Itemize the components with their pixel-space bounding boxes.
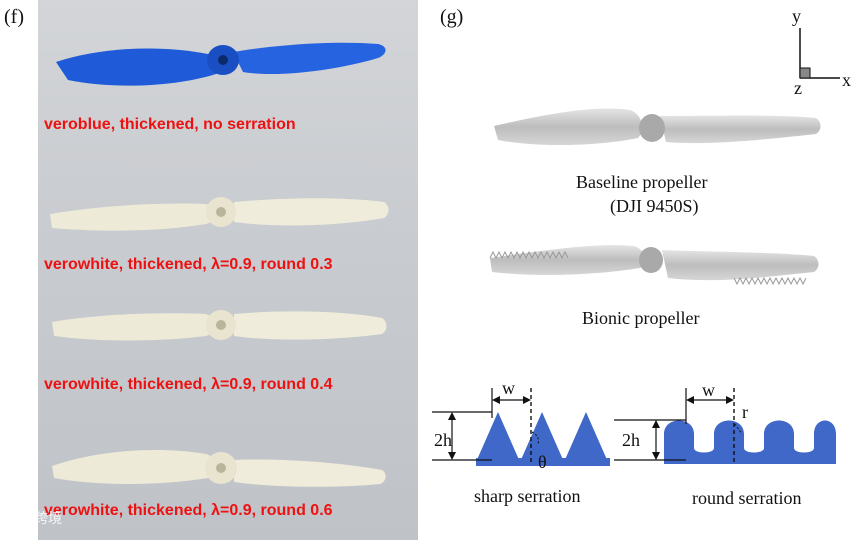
white-propeller-1 (50, 197, 389, 231)
panel-f-label: (f) (4, 6, 24, 28)
baseline-caption-1: Baseline propeller (576, 172, 708, 192)
round-2h-label: 2h (622, 430, 640, 450)
sharp-serration-diagram (432, 388, 610, 466)
sharp-caption: sharp serration (474, 486, 581, 506)
panel-g-label: (g) (440, 6, 464, 28)
sharp-w-label: w (502, 378, 515, 398)
baseline-propeller (494, 108, 821, 146)
white-propeller-2 (52, 310, 387, 341)
round-caption: round serration (692, 488, 802, 508)
watermark: 大数跨境 (6, 511, 62, 527)
caption-3: verowhite, thickened, λ=0.9, round 0.4 (44, 376, 333, 393)
caption-2: verowhite, thickened, λ=0.9, round 0.3 (44, 256, 333, 273)
axis-z-label: z (794, 78, 802, 98)
sharp-theta-label: θ (538, 452, 547, 472)
bionic-propeller (489, 245, 819, 286)
caption-1: veroblue, thickened, no serration (44, 116, 296, 133)
axis-y-label: y (792, 6, 801, 26)
round-r-label: r (742, 402, 748, 422)
propeller-photo: veroblue, thickened, no serration verowh… (38, 0, 418, 540)
round-serration-diagram (614, 388, 836, 464)
bionic-caption: Bionic propeller (582, 308, 700, 328)
sharp-2h-label: 2h (434, 430, 452, 450)
round-w-label: w (702, 380, 715, 400)
white-propeller-3 (52, 450, 386, 487)
blue-propeller (56, 42, 386, 86)
axis-x-label: x (842, 70, 851, 90)
axis-triad (799, 28, 840, 79)
caption-4: verowhite, thickened, λ=0.9, round 0.6 (44, 502, 333, 519)
baseline-caption-2: (DJI 9450S) (610, 196, 699, 216)
